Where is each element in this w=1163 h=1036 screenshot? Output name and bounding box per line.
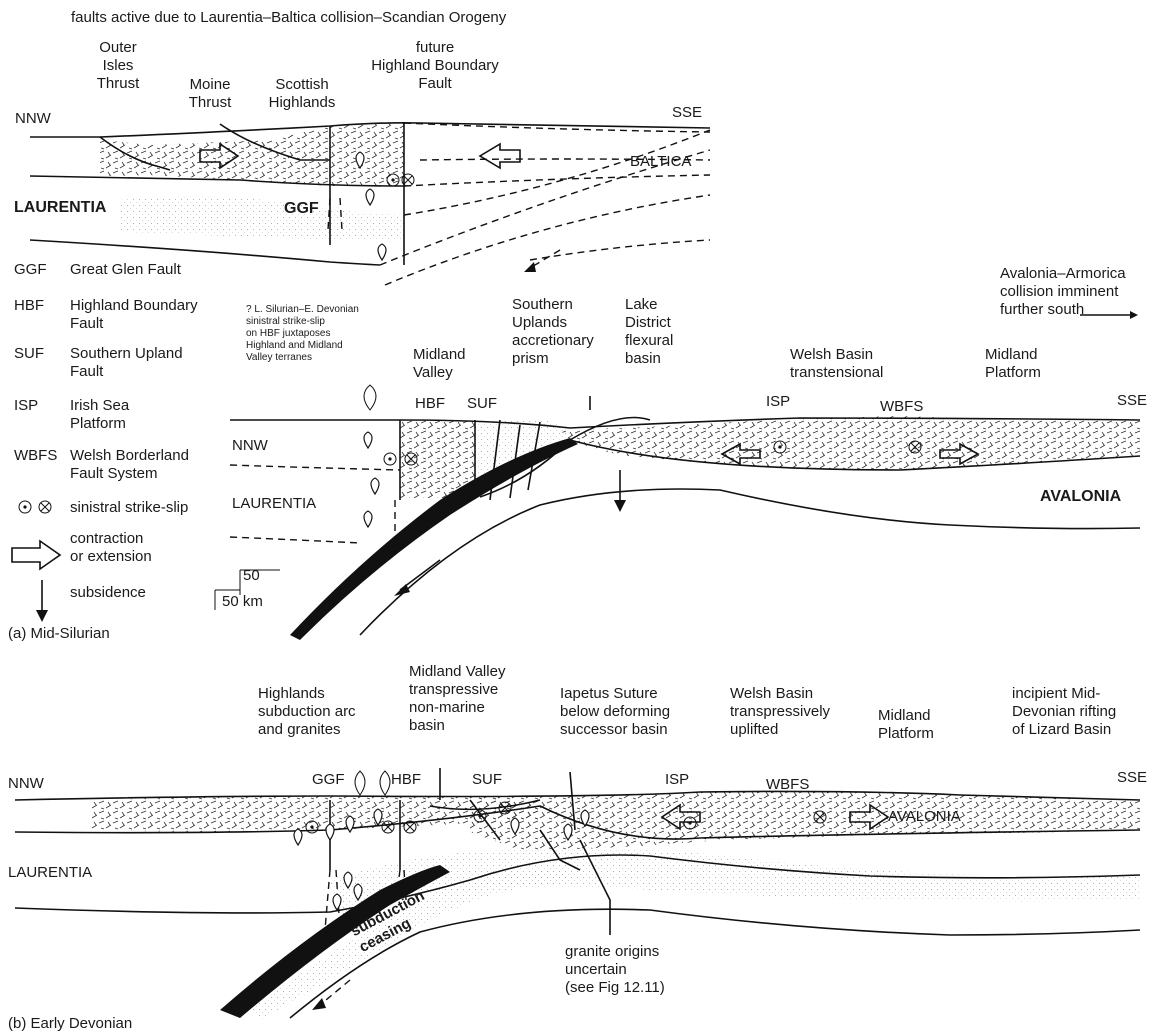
- label-sse-top: SSE: [672, 104, 702, 122]
- panel-a-label: (a) Mid-Silurian: [8, 625, 110, 643]
- contraction-arrow-icon: [12, 541, 60, 569]
- label-laurentia-top: LAURENTIA: [14, 199, 106, 217]
- label-wbfs-b: WBFS: [766, 776, 809, 794]
- legend-desc-subsidence: subsidence: [70, 584, 146, 602]
- scale-vertical: 50: [243, 567, 260, 585]
- label-ggf-b: GGF: [312, 771, 345, 789]
- label-nnw-mid: NNW: [232, 437, 268, 455]
- label-isp-a: ISP: [766, 393, 790, 411]
- panel-b-label: (b) Early Devonian: [8, 1015, 132, 1033]
- label-isp-b: ISP: [665, 771, 689, 789]
- legend-code-hbf: HBF: [14, 297, 44, 315]
- label-hbf-b: HBF: [391, 771, 421, 789]
- label-suf-a: SUF: [467, 395, 497, 413]
- legend-desc-ggf: Great Glen Fault: [70, 261, 181, 279]
- label-nnw-top: NNW: [15, 110, 51, 128]
- subsidence-arrow-icon: [614, 500, 626, 512]
- label-baltica: BALTICA: [630, 153, 691, 171]
- granite-pluton-icon: [364, 432, 379, 527]
- legend-symbols: [12, 501, 60, 622]
- label-avalonia-a: AVALONIA: [1040, 488, 1121, 506]
- label-suf-b: SUF: [472, 771, 502, 789]
- legend-code-ggf: GGF: [14, 261, 47, 279]
- label-sse-mid: SSE: [1117, 392, 1147, 410]
- label-wbfs-a: WBFS: [880, 398, 923, 416]
- legend-code-suf: SUF: [14, 345, 44, 363]
- label-hbf-a: HBF: [415, 395, 445, 413]
- legend-code-wbfs: WBFS: [14, 447, 57, 465]
- scale-horizontal: 50 km: [222, 593, 263, 611]
- label-avalonia-b: AVALONIA: [888, 808, 961, 826]
- contraction-arrow-icon: [480, 144, 520, 168]
- caption-top: faults active due to Laurentia–Baltica c…: [71, 9, 506, 27]
- label-sse-b: SSE: [1117, 769, 1147, 787]
- subsidence-arrow-icon: [36, 610, 48, 622]
- label-nnw-b: NNW: [8, 775, 44, 793]
- label-laurentia-mid: LAURENTIA: [232, 495, 316, 513]
- label-ggf-a: GGF: [284, 200, 319, 218]
- legend-code-isp: ISP: [14, 397, 38, 415]
- legend-desc-sinistral: sinistral strike-slip: [70, 499, 188, 517]
- label-laurentia-b: LAURENTIA: [8, 864, 92, 882]
